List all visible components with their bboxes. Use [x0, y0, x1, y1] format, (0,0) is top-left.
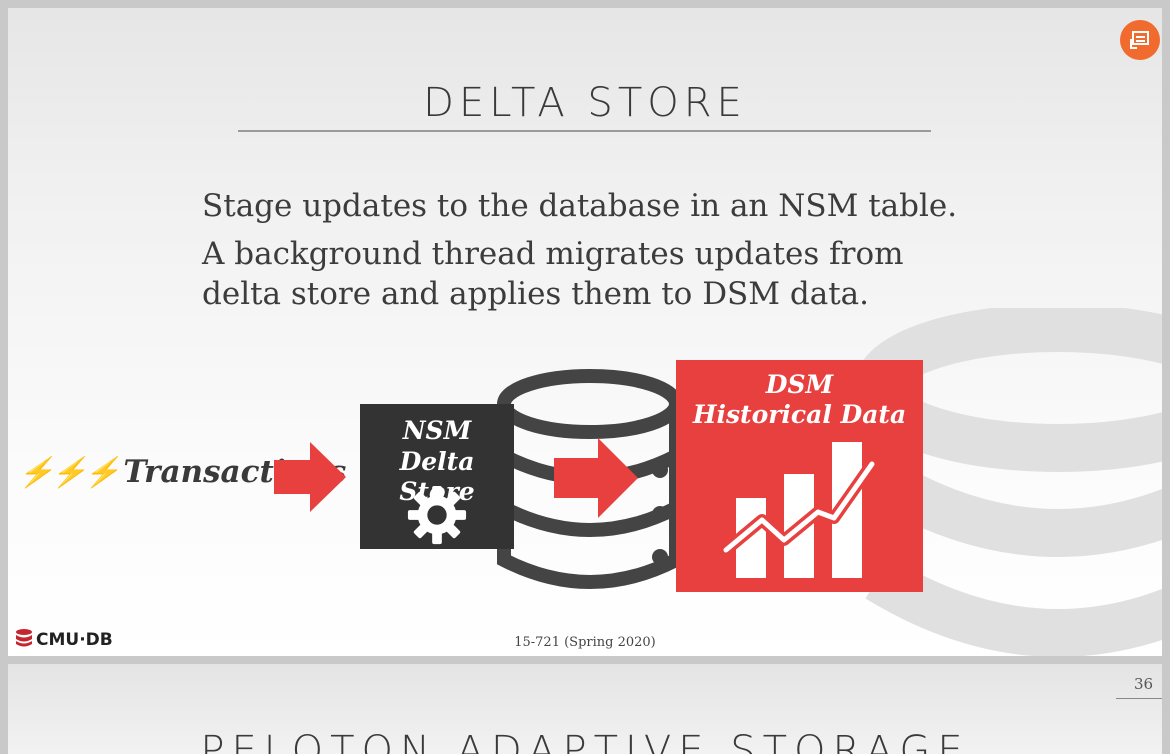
nsm-box-title: NSM [402, 416, 472, 445]
course-footer: 15-721 (Spring 2020) [514, 635, 656, 650]
page-number-rule [1116, 698, 1162, 699]
lightning-bolts-icon: ⚡⚡⚡ [18, 455, 120, 489]
arrow-to-delta-store-icon [274, 442, 346, 512]
gear-icon [407, 485, 467, 545]
dsm-box-subtitle: Historical Data [692, 400, 907, 429]
database-logo-icon [16, 629, 32, 647]
next-slide-title: PELOTON ADAPTIVE STORAGE [200, 728, 970, 754]
presentation-icon [1130, 31, 1149, 49]
bullet-list: Stage updates to the database in an NSM … [202, 186, 982, 322]
growth-chart-icon [722, 442, 877, 578]
logo-text: CMU·DB [36, 630, 113, 650]
slide-menu-button[interactable] [1120, 20, 1160, 60]
bullet-item: A background thread migrates updates fro… [202, 236, 904, 312]
next-slide-peek: 36 PELOTON ADAPTIVE STORAGE [8, 664, 1162, 754]
arrow-to-dsm-icon [554, 438, 638, 518]
nsm-box-subtitle: Delta Store [399, 447, 475, 506]
slide-title: DELTA STORE [423, 80, 747, 126]
page-number: 36 [1134, 675, 1154, 693]
title-underline [238, 130, 931, 132]
cmu-db-logo: CMU·DB [14, 628, 113, 650]
dsm-historical-data-box: DSM Historical Data [676, 360, 923, 592]
dsm-box-title: DSM [765, 370, 834, 399]
bullet-item: Stage updates to the database in an NSM … [202, 188, 958, 224]
slide-delta-store: DELTA STORE Stage updates to the databas… [8, 8, 1162, 656]
nsm-delta-store-box: NSM Delta Store [360, 404, 514, 549]
